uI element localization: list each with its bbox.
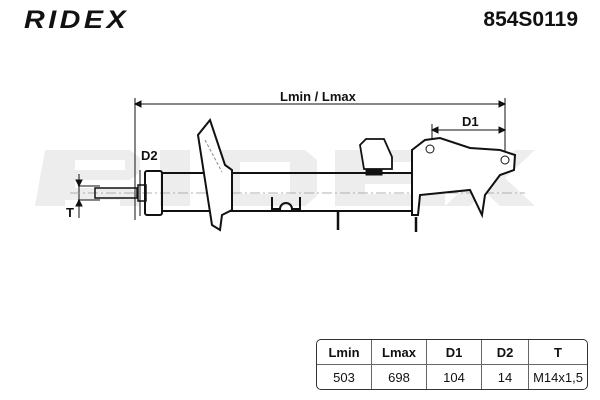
d2-label: D2 bbox=[141, 148, 158, 163]
col-lmin: Lmin bbox=[317, 340, 372, 365]
col-d2: D2 bbox=[482, 340, 529, 365]
spring-seat bbox=[196, 117, 233, 232]
part-number: 854S0119 bbox=[483, 8, 578, 31]
top-cap bbox=[144, 170, 163, 216]
brand-logo: RIDEX bbox=[24, 6, 130, 34]
col-lmax: Lmax bbox=[372, 340, 427, 365]
val-d1: 104 bbox=[427, 365, 482, 389]
piston-rod bbox=[94, 187, 138, 199]
brake-hose-bracket bbox=[359, 138, 393, 170]
col-d1: D1 bbox=[427, 340, 482, 365]
length-label: Lmin / Lmax bbox=[280, 89, 357, 104]
val-d2: 14 bbox=[482, 365, 529, 389]
val-lmin: 503 bbox=[317, 365, 372, 389]
spec-table-header: Lmin Lmax D1 D2 T bbox=[317, 340, 587, 365]
spec-table: Lmin Lmax D1 D2 T 503 698 104 14 M14x1,5 bbox=[316, 339, 588, 390]
val-lmax: 698 bbox=[372, 365, 427, 389]
knuckle-bracket bbox=[411, 136, 517, 219]
d1-label: D1 bbox=[462, 114, 479, 129]
val-t: M14x1,5 bbox=[533, 369, 583, 385]
col-t: T bbox=[529, 340, 587, 365]
t-label: T bbox=[66, 205, 74, 220]
spec-table-row: 503 698 104 14 M14x1,5 bbox=[317, 365, 587, 389]
